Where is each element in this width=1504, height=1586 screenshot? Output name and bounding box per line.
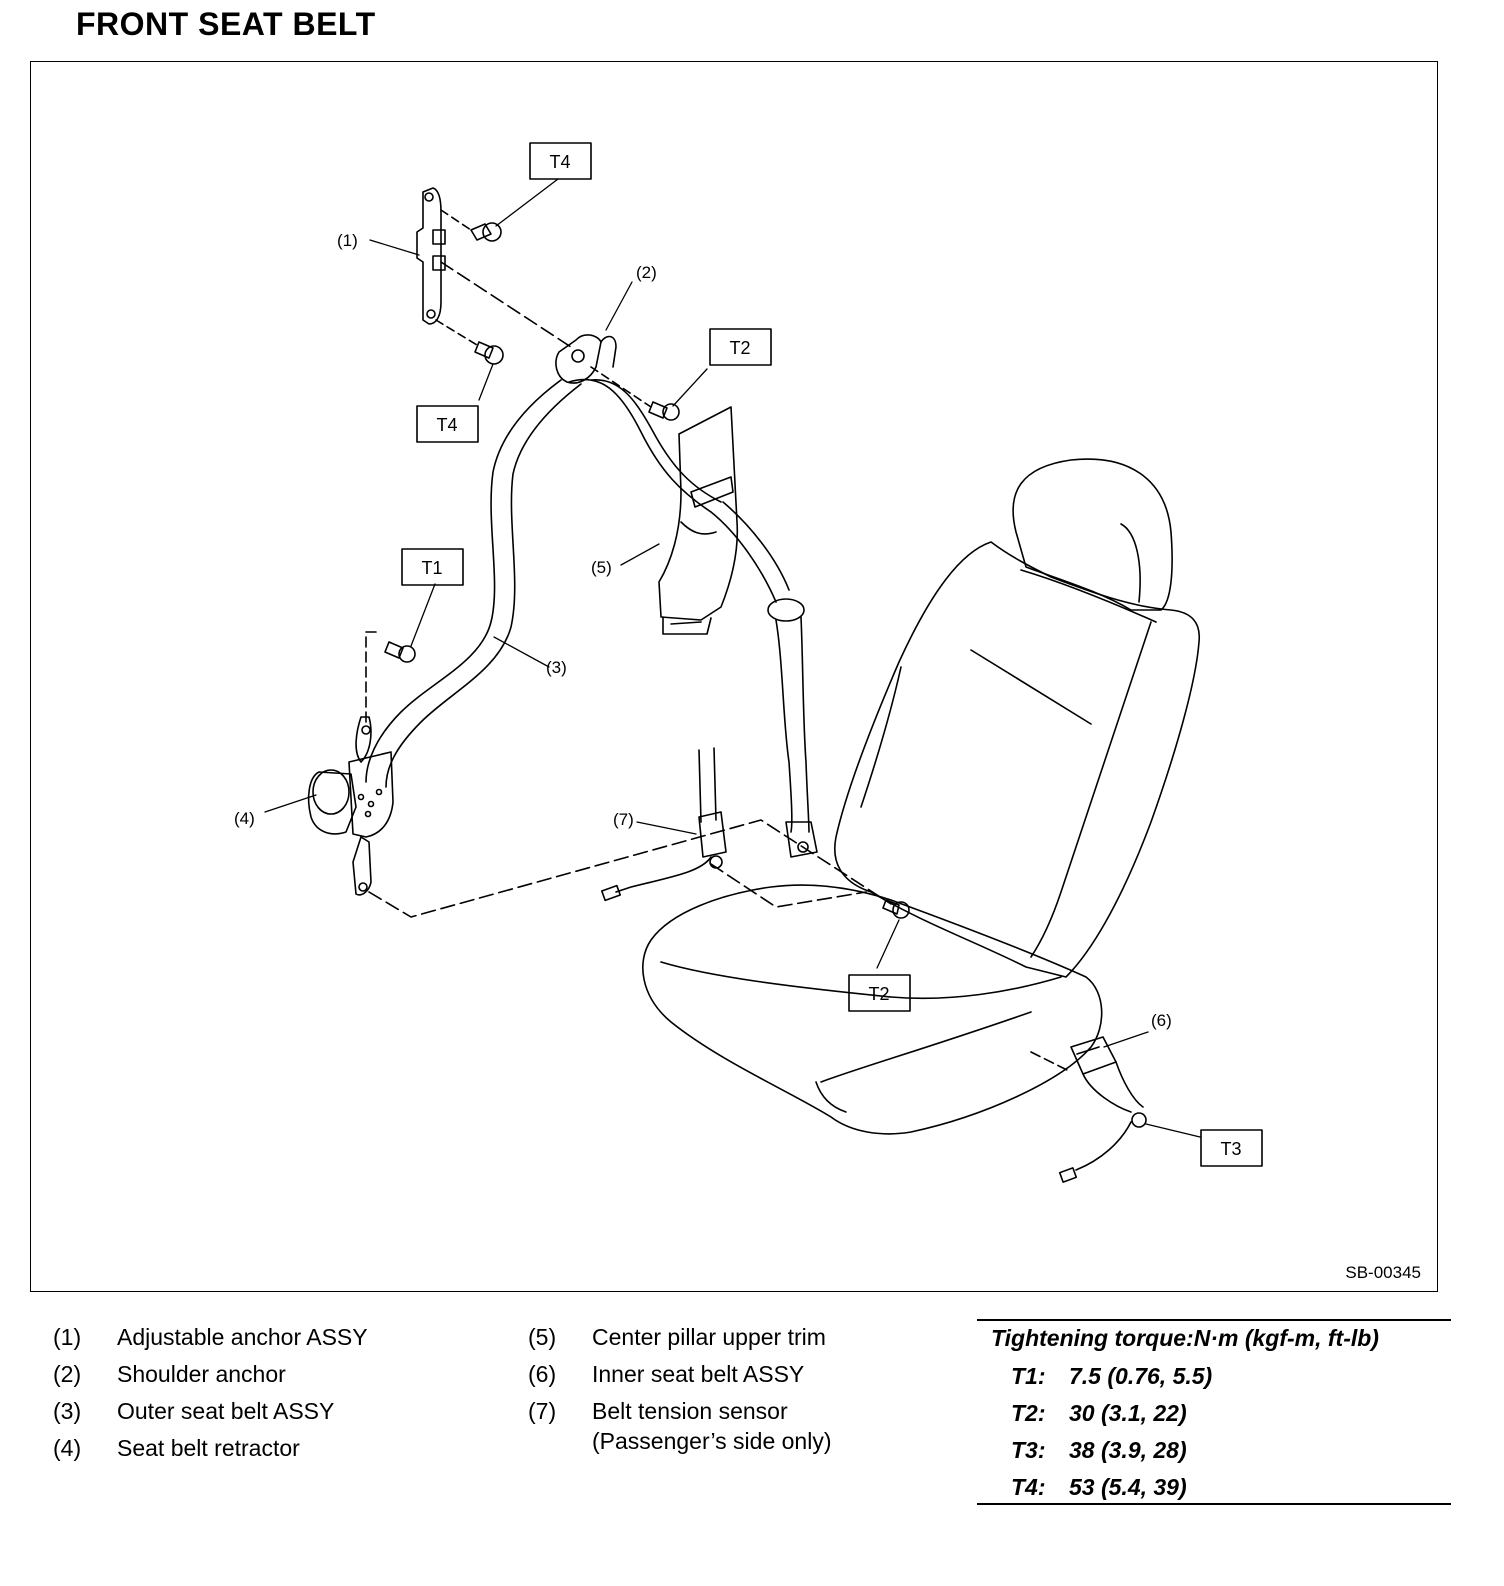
legend-text: Belt tension sensor — [592, 1398, 788, 1424]
shoulder-anchor — [440, 261, 617, 384]
callout-1: (1) — [337, 231, 358, 250]
figure-id: SB-00345 — [1345, 1263, 1421, 1282]
adjustable-anchor — [416, 187, 446, 325]
torque-value: 30 (3.1, 22) — [1069, 1400, 1187, 1426]
legend-item: (4) Seat belt retractor — [53, 1435, 473, 1472]
callout-5: (5) — [591, 558, 612, 577]
bolt-t2-bottom — [882, 899, 910, 919]
legend-text: Inner seat belt ASSY — [592, 1361, 805, 1387]
torque-value: 38 (3.9, 28) — [1069, 1437, 1187, 1463]
bolt-t2-top — [590, 366, 680, 421]
torque-row: T2: 30 (3.1, 22) — [1011, 1400, 1187, 1427]
callout-4: (4) — [234, 809, 255, 828]
torque-value: 53 (5.4, 39) — [1069, 1474, 1187, 1500]
torque-value: 7.5 (0.76, 5.5) — [1069, 1363, 1213, 1389]
legend-number: (1) — [53, 1324, 82, 1350]
legend-item: (3) Outer seat belt ASSY — [53, 1398, 473, 1435]
legend-number: (3) — [53, 1398, 82, 1424]
legend-item: (5) Center pillar upper trim — [528, 1324, 948, 1361]
legend-number: (2) — [53, 1361, 82, 1387]
seat-belt-retractor — [307, 631, 394, 896]
tag-t4-mid: T4 — [436, 415, 457, 435]
tag-t3: T3 — [1220, 1139, 1241, 1159]
legend-text: Seat belt retractor — [117, 1435, 300, 1461]
torque-row: T3: 38 (3.9, 28) — [1011, 1437, 1187, 1464]
torque-key: T1: — [1011, 1363, 1046, 1389]
legend-number: (5) — [528, 1324, 557, 1350]
torque-key: T3: — [1011, 1437, 1046, 1463]
bolt-t4-top — [440, 209, 502, 242]
legend-column-left: (1) Adjustable anchor ASSY (2) Shoulder … — [53, 1324, 473, 1472]
legend-number: (7) — [528, 1398, 557, 1424]
torque-row: T4: 53 (5.4, 39) — [1011, 1474, 1187, 1501]
tag-t2-top: T2 — [729, 338, 750, 358]
belt-lower-run — [710, 501, 818, 858]
seat-belt-diagram: (1) (2) (3) (4) (5) (6) (7) T4 T4 T2 T1 … — [234, 142, 1263, 1183]
floor-reference-line — [368, 819, 892, 918]
center-pillar-trim — [658, 406, 739, 635]
inner-seat-belt — [1030, 1036, 1147, 1183]
page-title: FRONT SEAT BELT — [76, 6, 376, 42]
diagram-frame: (1) (2) (3) (4) (5) (6) (7) T4 T4 T2 T1 … — [30, 61, 1438, 1292]
callout-7: (7) — [613, 810, 634, 829]
legend-text: Center pillar upper trim — [592, 1324, 826, 1350]
tag-t1: T1 — [421, 558, 442, 578]
legend-text: Shoulder anchor — [117, 1361, 286, 1387]
floor-reference-line-2 — [710, 863, 867, 908]
legend-number: (6) — [528, 1361, 557, 1387]
belt-tension-sensor — [600, 747, 727, 902]
seat-illustration — [642, 458, 1200, 1135]
outer-belt-webbing — [365, 378, 722, 788]
callout-6: (6) — [1151, 1011, 1172, 1030]
torque-tags — [401, 142, 1263, 1167]
tag-t2-bottom: T2 — [868, 984, 889, 1004]
legend-item: (6) Inner seat belt ASSY — [528, 1361, 948, 1398]
callout-2: (2) — [636, 263, 657, 282]
legend-number: (4) — [53, 1435, 82, 1461]
bolt-t1 — [384, 641, 416, 663]
legend-text: Adjustable anchor ASSY — [117, 1324, 368, 1350]
legend-item: (1) Adjustable anchor ASSY — [53, 1324, 473, 1361]
torque-key: T2: — [1011, 1400, 1046, 1426]
legend-column-right: (5) Center pillar upper trim (6) Inner s… — [528, 1324, 948, 1454]
torque-key: T4: — [1011, 1474, 1046, 1500]
legend-text: Outer seat belt ASSY — [117, 1398, 335, 1424]
legend-item: (2) Shoulder anchor — [53, 1361, 473, 1398]
legend-item: (7) Belt tension sensor (Passenger’s sid… — [528, 1398, 948, 1454]
torque-table: Tightening torque:N·m (kgf-m, ft-lb) T1:… — [977, 1319, 1451, 1505]
legend-text-note: (Passenger’s side only) — [592, 1428, 832, 1454]
tag-t4-top: T4 — [549, 152, 570, 172]
torque-table-title: Tightening torque:N·m (kgf-m, ft-lb) — [991, 1325, 1379, 1351]
callout-3: (3) — [546, 658, 567, 677]
torque-row: T1: 7.5 (0.76, 5.5) — [1011, 1363, 1212, 1390]
bolt-t4-mid — [435, 319, 504, 365]
leader-lines — [264, 178, 1201, 1138]
